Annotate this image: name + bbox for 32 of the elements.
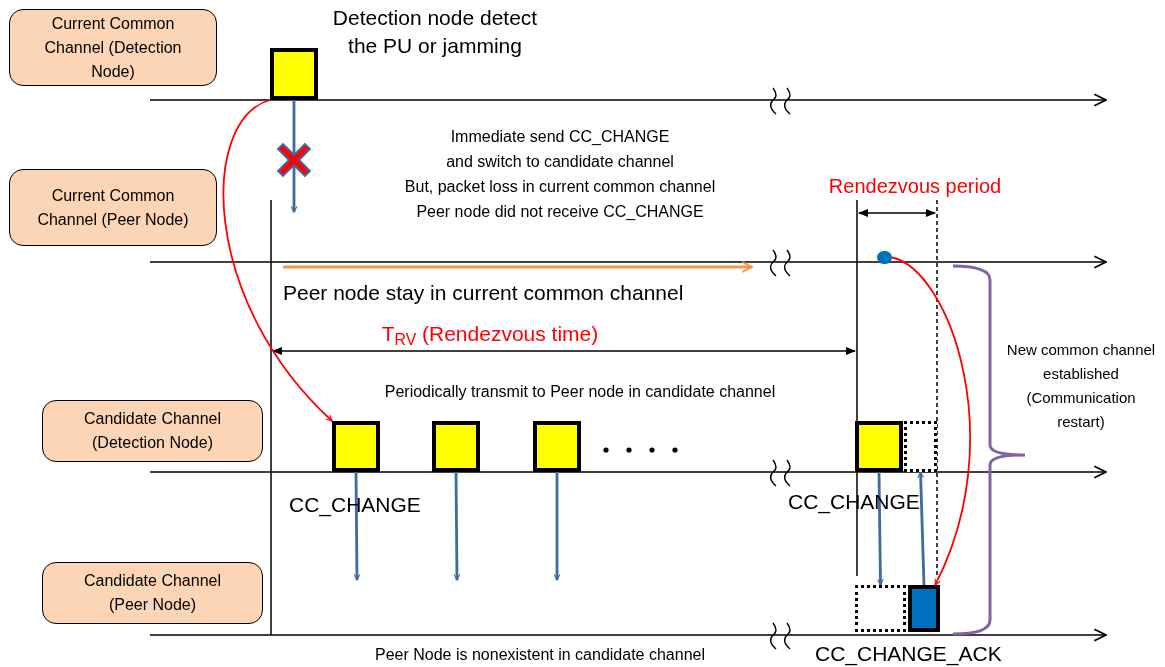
annotation-text: New common channel established (Communication restart)	[1005, 340, 1157, 432]
message-arrow	[553, 472, 561, 581]
channel-label-box: Current Common Channel (Peer Node)	[9, 169, 217, 246]
packet-box	[432, 421, 480, 472]
annotation-text: Peer node stay in current common channel	[283, 280, 685, 306]
ack-packet-box	[908, 585, 940, 632]
packet-box	[855, 421, 903, 472]
packet-box	[533, 421, 581, 472]
annotation-text: Peer Node is nonexistent in candidate channel	[374, 645, 706, 665]
message-arrow	[453, 472, 461, 581]
channel-label-box: Candidate Channel (Peer Node)	[42, 562, 263, 624]
packet-box	[332, 421, 380, 472]
annotation-text: But, packet loss in current common channel	[403, 177, 717, 197]
annotation-text: and switch to candidate channel	[445, 152, 675, 172]
annotation-text: Immediate send CC_CHANGE	[449, 127, 671, 147]
channel-label-box: Current Common Channel (Detection Node)	[9, 9, 217, 86]
message-arrow	[290, 100, 298, 213]
message-arrow	[353, 472, 361, 581]
curved-arrow	[891, 256, 972, 586]
message-label: CC_CHANGE_ACK	[815, 641, 1003, 667]
packet-box	[270, 48, 318, 100]
channel-label-box: Candidate Channel (Detection Node)	[42, 400, 263, 462]
message-arrow	[917, 471, 926, 586]
time-label: T$_{RV}$ (Rendezvous time)	[380, 321, 600, 350]
curved-arrow	[222, 99, 333, 422]
annotation-text: Peer node did not receive CC_CHANGE	[415, 202, 705, 222]
annotation-text: Periodically transmit to Peer node in candidate channel	[383, 382, 777, 402]
dashed-placeholder-box	[904, 421, 937, 472]
dashed-placeholder-box	[855, 585, 906, 632]
period-label: Rendezvous period	[827, 174, 1003, 199]
message-arrow	[877, 472, 884, 586]
annotation-text: Detection node detect the PU or jamming	[331, 5, 539, 59]
